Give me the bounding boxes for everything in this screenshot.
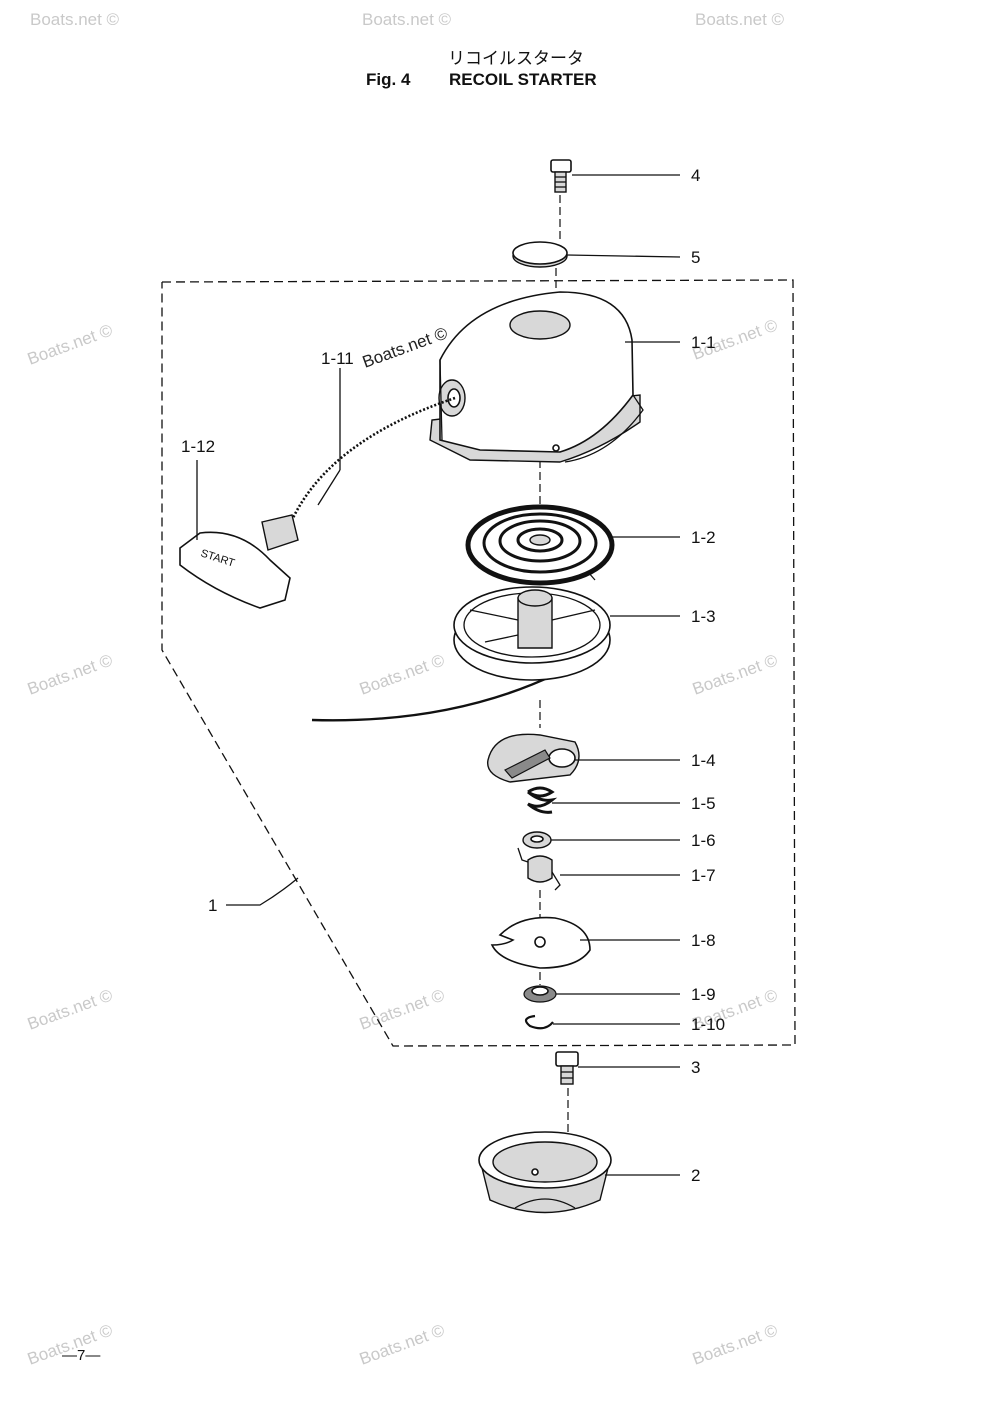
part-label: 1-4	[691, 751, 716, 770]
reel-part-1-3	[453, 586, 611, 681]
part-label: 1-9	[691, 985, 716, 1004]
part-label: 1-3	[691, 607, 716, 626]
watermark: Boats.net ©	[30, 10, 120, 29]
part-label: 5	[691, 248, 700, 267]
part-labels: 4 5 1-1 1-11 1-12 1-2 1-3 1-4 1-5 1-6 1-…	[181, 166, 725, 1185]
part-label: 1-6	[691, 831, 716, 850]
part-label: 1-12	[181, 437, 215, 456]
bolt-part-4	[550, 159, 572, 193]
washer-part-1-6	[522, 831, 552, 849]
part-label: 1-1	[691, 333, 716, 352]
part-label: 1-2	[691, 528, 716, 547]
page-number: —7—	[62, 1347, 100, 1364]
nut-part-1-9	[523, 985, 557, 1003]
figure-title: RECOIL STARTER	[449, 70, 597, 89]
watermark: Boats.net ©	[357, 650, 448, 698]
title-japanese: リコイルスタータ	[448, 49, 584, 69]
cup-part-2	[478, 1131, 612, 1214]
watermark: Boats.net ©	[695, 10, 785, 29]
starter-rope	[290, 396, 456, 521]
watermark: Boats.net ©	[25, 650, 116, 698]
cap-part-5	[512, 241, 568, 268]
part-label: 2	[691, 1166, 700, 1185]
watermark: Boats.net ©	[25, 320, 116, 368]
cover-part-1-1	[429, 291, 644, 463]
part-label: 3	[691, 1058, 700, 1077]
part-label: 1-7	[691, 866, 716, 885]
leader-lines	[196, 174, 681, 1176]
part-label: 4	[691, 166, 700, 185]
part-label: 1	[208, 896, 217, 915]
watermark: Boats.net ©	[362, 10, 452, 29]
spring-part-1-5	[527, 786, 558, 814]
watermark-dark: Boats.net ©	[360, 323, 451, 371]
part-label: 1-8	[691, 931, 716, 950]
watermark: Boats.net ©	[357, 1320, 448, 1368]
circlip-part-1-10	[524, 1014, 554, 1030]
watermark: Boats.net ©	[357, 985, 448, 1033]
part-label: 1-5	[691, 794, 716, 813]
figure-number: Fig. 4	[366, 70, 411, 89]
watermark: Boats.net ©	[25, 985, 116, 1033]
torsion-spring-part-1-7	[517, 847, 561, 891]
start-handle-part-1-12: START	[179, 514, 299, 609]
watermark-layer: Boats.net © Boats.net © Boats.net © Boat…	[25, 10, 785, 1369]
part-label: 1-11	[321, 349, 354, 368]
spiral-spring-part-1-2	[465, 504, 615, 586]
ratchet-part-1-4	[486, 733, 580, 783]
bolt-part-3	[555, 1051, 579, 1085]
watermark: Boats.net ©	[690, 650, 781, 698]
plate-part-1-8	[490, 916, 591, 969]
part-label: 1-10	[691, 1015, 725, 1034]
watermark: Boats.net ©	[690, 1320, 781, 1368]
assembly-boundary	[161, 279, 796, 1047]
